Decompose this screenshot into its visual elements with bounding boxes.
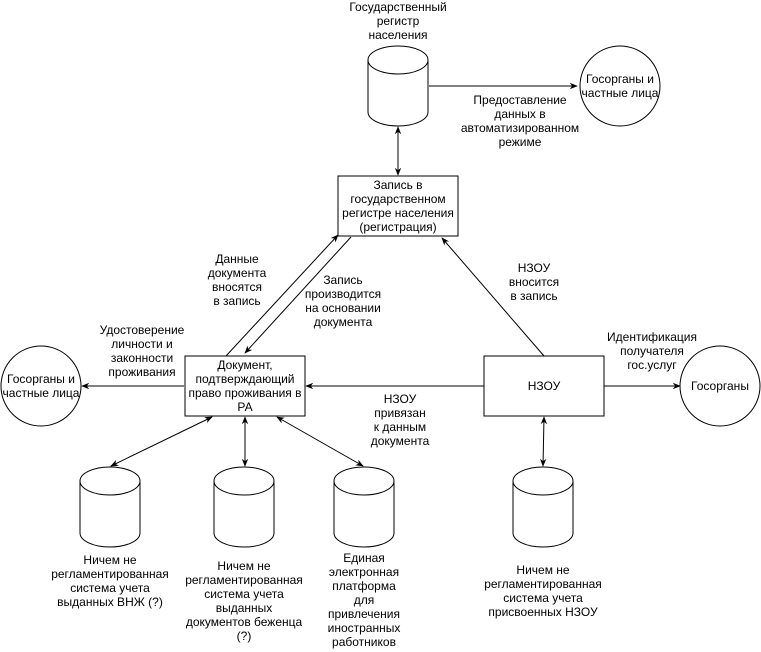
edge-label-nzou-linked: НЗОУ привязан к данным документа	[370, 392, 430, 448]
nzou-node[interactable]	[483, 355, 605, 417]
edge-label-data-provision: Предоставление данных в автоматизированн…	[460, 93, 580, 149]
foreign-workers-db-label: Единая электронная платформа для привлеч…	[327, 551, 401, 649]
edge-document-foreign-workers-db	[276, 416, 364, 467]
edge-label-nzou-entered: НЗОУ вносится в запись	[508, 261, 560, 303]
residence-document-label: Документ, подтверждающий право проживани…	[188, 358, 302, 414]
refugee-db-icon[interactable]	[213, 466, 275, 548]
edge-label-service-recipient-id: Идентификация получателя гос.услуг	[607, 330, 697, 372]
edge-record-to-document	[244, 236, 352, 354]
refugee-db-label: Ничем не регламентированная система учет…	[185, 559, 303, 643]
gov-private-top-node[interactable]	[579, 45, 661, 127]
edge-document-vnzh-db	[110, 416, 213, 467]
gov-private-left-node[interactable]	[0, 345, 82, 427]
edge-nzou-to-record	[441, 237, 545, 357]
nzou-label: НЗОУ	[527, 379, 561, 393]
vnzh-db-icon[interactable]	[79, 466, 141, 548]
vnzh-db-label: Ничем не регламентированная система учет…	[51, 553, 169, 609]
edge-document-to-record	[225, 234, 339, 357]
residence-document-node[interactable]	[184, 355, 306, 417]
gov-private-left-label: Госорганы и частные лица	[2, 372, 80, 400]
nzou-db-label: Ничем не регламентированная система учет…	[484, 563, 602, 619]
population-register-db-label: Государственный регистр населения	[349, 0, 447, 42]
edge-label-document-data-entered: Данные документа вносятся в запись	[207, 252, 267, 308]
gov-private-top-label: Госорганы и частные лица	[581, 72, 659, 100]
nzou-db-icon[interactable]	[512, 466, 574, 548]
foreign-workers-db-icon[interactable]	[333, 466, 395, 548]
edge-label-identity-legality: Удостоверение личности и законности прож…	[99, 323, 185, 379]
edge-label-record-based-on-document: Запись производится на основании докумен…	[304, 273, 382, 329]
register-record-label: Запись в государственном регистре населе…	[342, 178, 454, 234]
gov-right-label: Госорганы	[691, 379, 749, 393]
population-register-db-icon[interactable]	[367, 45, 429, 127]
register-record-node[interactable]	[337, 175, 459, 237]
edge-nzou-nzou-db	[539, 416, 548, 467]
gov-right-node[interactable]	[679, 345, 761, 427]
